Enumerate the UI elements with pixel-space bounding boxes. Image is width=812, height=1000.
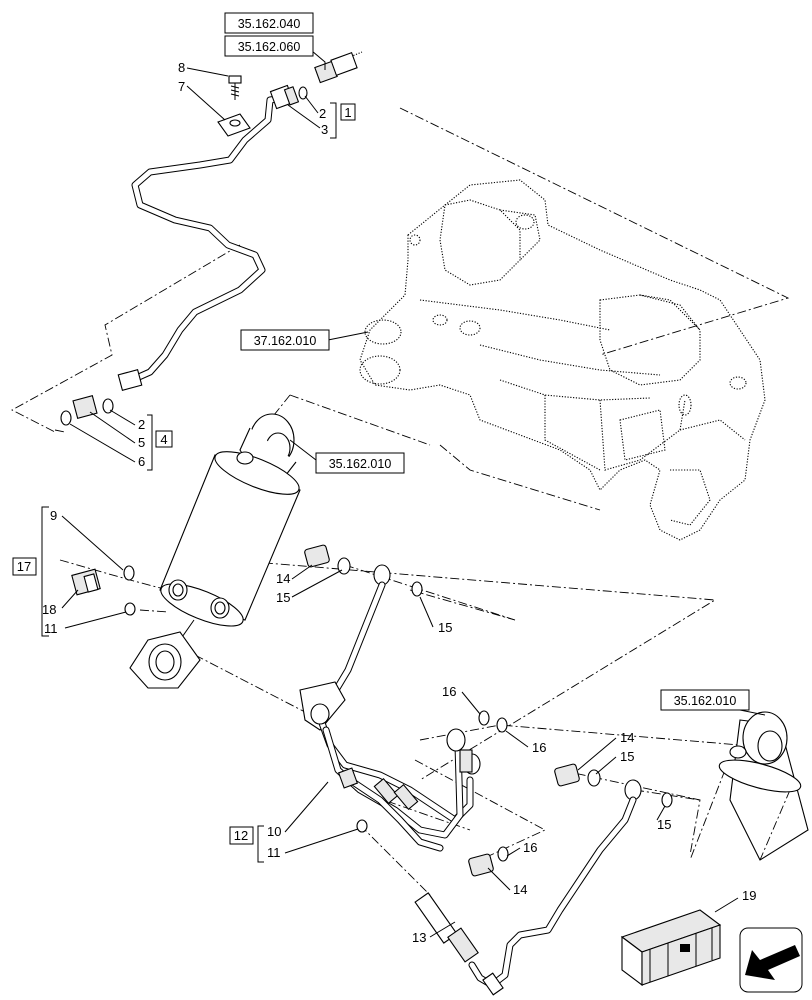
callout-6: 6 — [138, 454, 145, 469]
ref-35-162-040: 35.162.040 — [238, 17, 301, 31]
group-box-17: 17 — [17, 559, 31, 574]
callout-15-right: 15 — [438, 620, 452, 635]
group-box-1: 1 — [344, 105, 351, 120]
callout-9: 9 — [50, 508, 57, 523]
left-fittings — [71, 565, 136, 616]
callout-15-mid: 15 — [276, 590, 290, 605]
mid-fittings — [60, 395, 114, 426]
callout-2-top: 2 — [319, 106, 326, 121]
upper-pipe — [117, 84, 300, 391]
kit-box — [620, 909, 722, 987]
callout-10: 10 — [267, 824, 281, 839]
ref-35-162-060: 35.162.060 — [238, 40, 301, 54]
callout-19: 19 — [742, 888, 756, 903]
callout-7: 7 — [178, 79, 185, 94]
callout-14-bottom: 14 — [513, 882, 527, 897]
callout-16-upper: 16 — [442, 684, 456, 699]
clamp-bolt — [217, 75, 251, 137]
right-cylinder — [689, 711, 809, 861]
ref-37-162-010: 37.162.010 — [254, 334, 317, 348]
callout-3: 3 — [321, 122, 328, 137]
ref-35-162-010-right: 35.162.010 — [674, 694, 737, 708]
callout-2-mid: 2 — [138, 417, 145, 432]
callout-15-right-a: 15 — [620, 749, 634, 764]
plug-fittings — [304, 544, 423, 597]
callout-14-mid: 14 — [276, 571, 290, 586]
left-cylinder — [129, 413, 301, 689]
assembly-lines — [11, 107, 790, 896]
lower-fittings — [468, 763, 673, 877]
callout-8: 8 — [178, 60, 185, 75]
callout-5: 5 — [138, 435, 145, 450]
front-axle-support — [359, 179, 766, 541]
reference-labels: 35.162.040 35.162.060 37.162.010 35.162.… — [224, 12, 750, 711]
callout-numbers: 8 7 2 3 2 5 6 9 18 11 14 15 15 16 16 14 … — [42, 60, 756, 945]
callout-11-left: 11 — [44, 621, 58, 636]
callout-13: 13 — [412, 930, 426, 945]
group-brackets: 1 4 17 12 — [12, 102, 356, 863]
callout-16-lower: 16 — [532, 740, 546, 755]
group-box-12: 12 — [234, 828, 248, 843]
callout-16-bottom: 16 — [523, 840, 537, 855]
callout-18: 18 — [42, 602, 56, 617]
callout-14-right: 14 — [620, 730, 634, 745]
direction-arrow — [739, 927, 803, 993]
pipe-13 — [414, 796, 637, 996]
leader-lines — [61, 50, 766, 938]
top-fittings — [298, 51, 363, 100]
callout-11-bottom: 11 — [267, 845, 281, 860]
hose-assembly — [299, 581, 508, 852]
ref-35-162-010-left: 35.162.010 — [329, 457, 392, 471]
callout-15-right-b: 15 — [657, 817, 671, 832]
group-box-4: 4 — [160, 432, 167, 447]
